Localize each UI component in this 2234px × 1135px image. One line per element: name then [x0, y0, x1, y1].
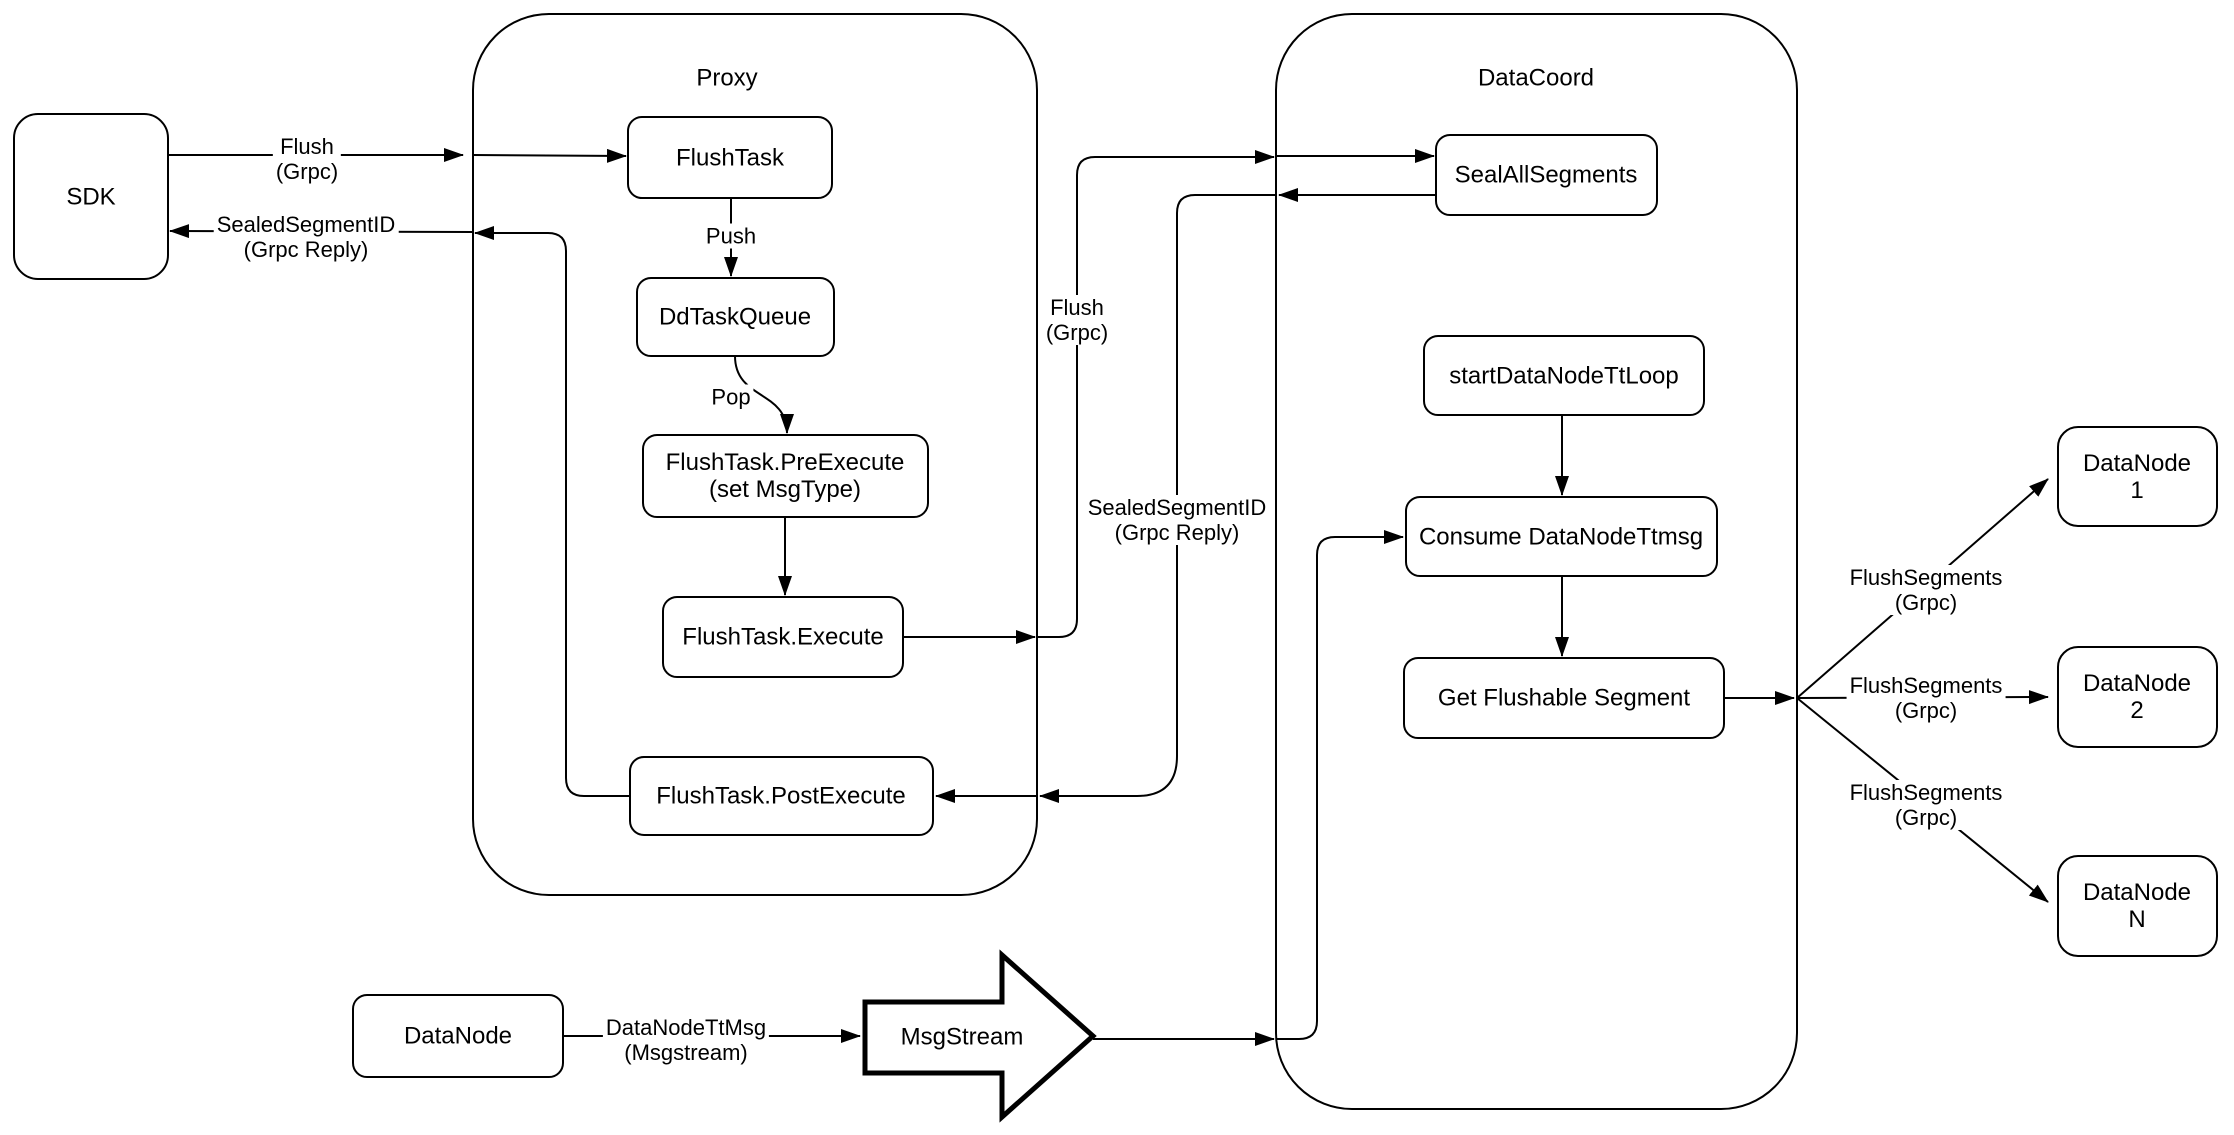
sealallsegments-label: SealAllSegments: [1454, 161, 1638, 189]
sdk-label: SDK: [66, 183, 116, 211]
edge-label-sealedsegmentid-sdk: SealedSegmentID (Grpc Reply): [213, 212, 399, 262]
datanode2-label: DataNode 2: [2082, 670, 2192, 724]
ddtaskqueue-node: [636, 277, 835, 357]
edge-proxy-to-flushtask: [472, 148, 627, 163]
edge-label-sealedsegmentid-mid: SealedSegmentID (Grpc Reply): [1084, 495, 1270, 545]
datanode1-label: DataNode 1: [2082, 450, 2192, 504]
msgstream-label: MsgStream: [900, 1023, 1024, 1051]
edge-flush-up-to-datacoord-edge: [1037, 150, 1275, 638]
getflushablesegment-label: Get Flushable Segment: [1437, 684, 1691, 712]
edge-label-flushsegments-n: FlushSegments (Grpc): [1846, 780, 2006, 830]
flushtask-label: FlushTask: [675, 144, 785, 172]
execute-node: [662, 596, 904, 678]
msgstream-arrow-shape: [862, 949, 1097, 1123]
edge-reply-down-to-proxy-edge: [1039, 194, 1276, 803]
consume-datanodettmsg-node: [1405, 496, 1718, 577]
edge-label-datanodettmsg: DataNodeTtMsg (Msgstream): [602, 1015, 770, 1065]
edge-up-to-consume: [1276, 530, 1404, 1040]
proxy-title: Proxy: [696, 64, 758, 92]
edge-label-pop: Pop: [708, 384, 754, 410]
edge-label-flush-grpc-mid: Flush (Grpc): [1042, 295, 1112, 345]
postexecute-label: FlushTask.PostExecute: [656, 782, 906, 810]
flushtask-node: [627, 116, 833, 199]
datanode1-node: [2057, 426, 2218, 527]
edge-label-push: Push: [702, 223, 760, 249]
datanoden-node: [2057, 855, 2218, 957]
edge-postexecute-to-proxy-edge: [474, 226, 630, 797]
postexecute-node: [629, 756, 934, 836]
datanode2-node: [2057, 646, 2218, 748]
execute-label: FlushTask.Execute: [682, 623, 884, 651]
ddtaskqueue-label: DdTaskQueue: [658, 303, 812, 331]
edge-ddtaskqueue-to-preexecute: [734, 355, 794, 434]
sealallsegments-node: [1435, 134, 1658, 216]
datanode-bottom-node: [352, 994, 564, 1078]
consume-datanodettmsg-label: Consume DataNodeTtmsg: [1418, 523, 1704, 551]
edge-label-flush-grpc-sdk: Flush (Grpc): [272, 134, 342, 184]
edge-label-flushsegments-2: FlushSegments (Grpc): [1846, 673, 2006, 723]
datanode-bottom-label: DataNode: [403, 1022, 513, 1050]
sdk-node: [13, 113, 169, 280]
edge-label-flushsegments-1: FlushSegments (Grpc): [1846, 565, 2006, 615]
preexecute-node: [642, 434, 929, 518]
startdatanodettloop-label: startDataNodeTtLoop: [1449, 362, 1679, 390]
datanoden-label: DataNode N: [2082, 879, 2192, 933]
getflushablesegment-node: [1403, 657, 1725, 739]
startdatanodettloop-node: [1423, 335, 1705, 416]
preexecute-label: FlushTask.PreExecute (set MsgType): [665, 449, 905, 503]
datacoord-title: DataCoord: [1477, 64, 1595, 92]
